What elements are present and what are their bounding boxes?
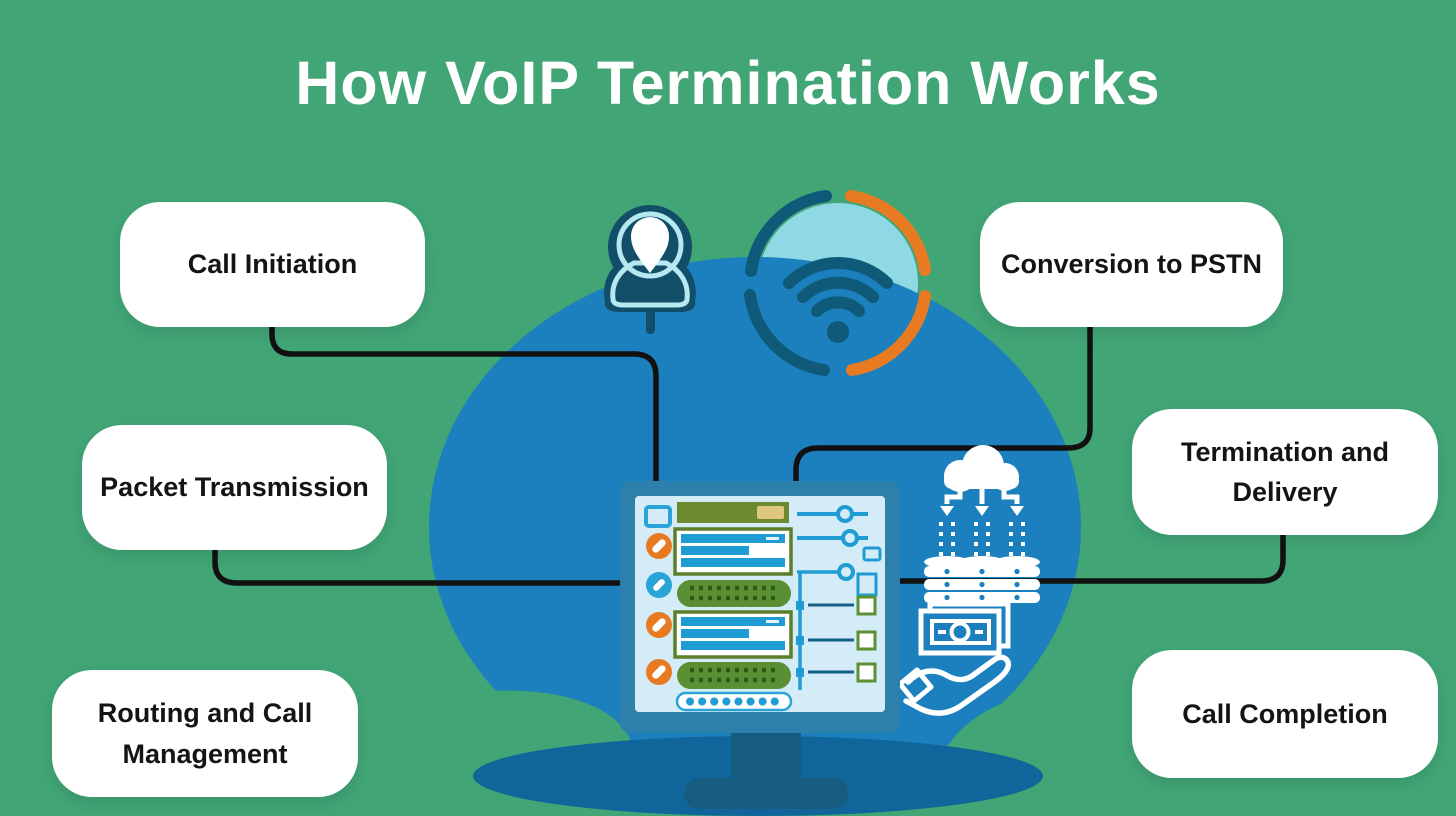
cloud-database-icon: [924, 445, 1040, 603]
monitor-stand-base: [684, 778, 848, 809]
step-box-termination-and-delivery: Termination and Delivery: [1132, 409, 1438, 535]
connector-termination-delivery: [896, 531, 1286, 584]
money-hand-icon: [897, 601, 1012, 716]
monitor-stand-neck: [731, 733, 801, 783]
step-box-packet-transmission: Packet Transmission: [82, 425, 387, 550]
phone-icon: [646, 533, 672, 559]
screen-main-column: [673, 502, 793, 712]
screen-settings-column: [796, 505, 882, 690]
step-box-routing-call-management: Routing and Call Management: [52, 670, 358, 797]
step-label: Termination and Delivery: [1180, 436, 1389, 508]
connector-packet-transmission: [212, 546, 624, 586]
step-box-call-completion: Call Completion: [1132, 650, 1438, 778]
folder-icon: [644, 505, 672, 528]
wifi-network-icon: [744, 190, 931, 376]
connector-conversion-pstn: [793, 323, 1093, 486]
monitor-dashboard: [620, 481, 900, 809]
phone-icon: [646, 659, 672, 685]
phone-icon: [646, 612, 672, 638]
database-stacks: [924, 556, 1040, 603]
step-label: Conversion to PSTN: [1000, 249, 1263, 280]
connector-lines: [212, 323, 1286, 586]
step-box-call-initiation: Call Initiation: [120, 202, 425, 327]
page-title: How VoIP Termination Works: [295, 49, 1161, 117]
screen-icon-column: [644, 505, 672, 685]
step-label: Routing and Call Management: [97, 698, 313, 769]
step-label: Packet Transmission: [100, 472, 369, 503]
step-box-conversion-to-pstn: Conversion to PSTN: [980, 202, 1283, 327]
step-label: Call Initiation: [187, 249, 358, 280]
location-pin-icon: [604, 205, 696, 334]
edit-icon: [646, 572, 672, 598]
connector-call-initiation: [269, 323, 659, 486]
step-label: Call Completion: [1182, 698, 1388, 729]
